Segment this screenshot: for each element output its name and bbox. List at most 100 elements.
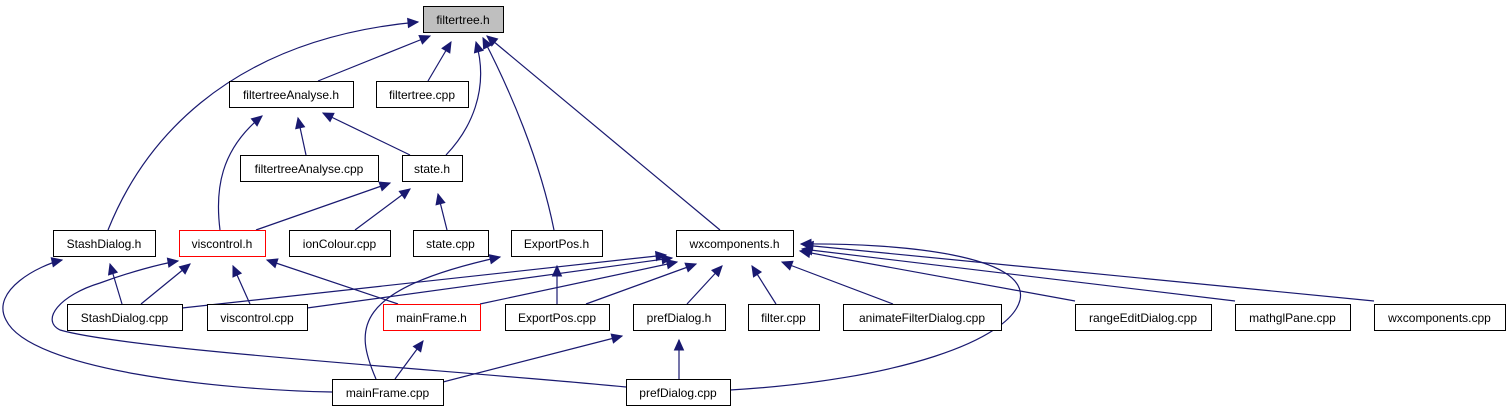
node-box[interactable] xyxy=(289,230,391,257)
node-filtertreeAnalyse-h[interactable]: filtertreeAnalyse.h xyxy=(229,81,354,108)
arrowhead-icon xyxy=(407,17,420,29)
node-filter-cpp[interactable]: filter.cpp xyxy=(748,304,820,331)
node-box[interactable] xyxy=(402,155,463,182)
node-box[interactable] xyxy=(626,379,731,406)
node-label[interactable]: StashDialog.h xyxy=(67,237,142,251)
edge-state_h-to-filtertree_h xyxy=(445,40,485,156)
node-box[interactable] xyxy=(67,304,183,331)
node-box[interactable] xyxy=(633,304,726,331)
node-box[interactable] xyxy=(748,304,820,331)
node-box[interactable] xyxy=(383,304,481,331)
arrowhead-icon xyxy=(178,263,191,275)
node-wxcomponents-h[interactable]: wxcomponents.h xyxy=(676,230,794,257)
node-box[interactable] xyxy=(511,230,603,257)
node-label[interactable]: prefDialog.cpp xyxy=(639,386,717,400)
node-label[interactable]: filtertreeAnalyse.h xyxy=(243,88,339,102)
edge-line xyxy=(482,37,555,231)
node-box[interactable] xyxy=(53,230,156,257)
node-label[interactable]: ionColour.cpp xyxy=(303,237,377,251)
node-label[interactable]: ExportPos.h xyxy=(524,237,589,251)
node-state-cpp[interactable]: state.cpp xyxy=(413,230,489,257)
arrowhead-icon xyxy=(799,238,812,250)
node-label[interactable]: filtertreeAnalyse.cpp xyxy=(255,162,364,176)
node-label[interactable]: wxcomponents.h xyxy=(688,237,779,251)
node-ionColour-cpp[interactable]: ionColour.cpp xyxy=(289,230,391,257)
arrowhead-icon xyxy=(435,192,446,206)
edge-line xyxy=(317,35,431,82)
node-ExportPos-cpp[interactable]: ExportPos.cpp xyxy=(505,304,610,331)
edge-prefDialog_cpp-to-wxcomponents_h xyxy=(729,238,1021,391)
node-label[interactable]: mainFrame.cpp xyxy=(346,386,430,400)
node-label[interactable]: viscontrol.cpp xyxy=(220,311,294,325)
node-box[interactable] xyxy=(207,304,308,331)
node-wxcomponents-cpp[interactable]: wxcomponents.cpp xyxy=(1374,304,1506,331)
edge-mathglPane_cpp-to-wxcomponents_h xyxy=(800,245,1236,302)
node-layer: filtertree.h filtertreeAnalyse.h filtertre… xyxy=(53,6,1506,406)
node-box[interactable] xyxy=(413,230,489,257)
node-label[interactable]: mathglPane.cpp xyxy=(1249,311,1336,325)
node-label[interactable]: ExportPos.cpp xyxy=(518,311,596,325)
node-prefDialog-cpp[interactable]: prefDialog.cpp xyxy=(626,379,731,406)
node-ExportPos-h[interactable]: ExportPos.h xyxy=(511,230,603,257)
node-mathglPane-cpp[interactable]: mathglPane.cpp xyxy=(1235,304,1351,331)
node-label[interactable]: state.h xyxy=(414,162,450,176)
node-state-h[interactable]: state.h xyxy=(402,155,463,182)
node-mainFrame-cpp[interactable]: mainFrame.cpp xyxy=(332,379,444,406)
edge-line xyxy=(801,248,1236,302)
node-viscontrol-h[interactable]: viscontrol.h xyxy=(179,230,266,257)
arrowhead-icon xyxy=(473,40,485,54)
node-box[interactable] xyxy=(179,230,266,257)
node-StashDialog-cpp[interactable]: StashDialog.cpp xyxy=(67,304,183,331)
node-label[interactable]: wxcomponents.cpp xyxy=(1387,311,1491,325)
node-box[interactable] xyxy=(676,230,794,257)
node-label[interactable]: mainFrame.h xyxy=(396,311,467,325)
node-label[interactable]: state.cpp xyxy=(426,237,475,251)
edge-mainFrame_cpp-to-StashDialog_h xyxy=(2,257,333,393)
edge-line xyxy=(306,257,673,309)
edge-line xyxy=(255,182,391,231)
node-box[interactable] xyxy=(505,304,610,331)
edge-ExportPos_h-to-filtertree_h xyxy=(482,36,555,231)
node-box[interactable] xyxy=(229,81,354,108)
edge-viscontrol_h-to-filtertreeAnalyse_h xyxy=(217,115,263,231)
node-box[interactable] xyxy=(376,81,469,108)
edge-line xyxy=(585,263,697,305)
edge-filter_cpp-to-wxcomponents_h xyxy=(751,264,777,305)
node-label[interactable]: prefDialog.h xyxy=(647,311,712,325)
node-filtertree-cpp[interactable]: filtertree.cpp xyxy=(376,81,469,108)
node-mainFrame-h[interactable]: mainFrame.h xyxy=(383,304,481,331)
node-rangeEditDialog-cpp[interactable]: rangeEditDialog.cpp xyxy=(1075,304,1212,331)
node-label[interactable]: StashDialog.cpp xyxy=(81,311,169,325)
node-box[interactable] xyxy=(1075,304,1212,331)
edge-line xyxy=(486,35,721,231)
arrowhead-icon xyxy=(488,254,502,265)
edge-line xyxy=(781,261,894,305)
node-animateFilterDialog-cpp[interactable]: animateFilterDialog.cpp xyxy=(843,304,1002,331)
node-label[interactable]: animateFilterDialog.cpp xyxy=(859,311,985,325)
node-filtertreeAnalyse-cpp[interactable]: filtertreeAnalyse.cpp xyxy=(240,155,379,182)
node-StashDialog-h[interactable]: StashDialog.h xyxy=(53,230,156,257)
node-label[interactable]: filtertree.cpp xyxy=(389,88,455,102)
node-box[interactable] xyxy=(843,304,1002,331)
node-box[interactable] xyxy=(332,379,444,406)
edge-rangeEditDialog_cpp-to-wxcomponents_h xyxy=(798,247,1076,302)
node-box[interactable] xyxy=(240,155,379,182)
edge-ExportPos_cpp-to-wxcomponents_h xyxy=(585,262,698,305)
edge-filtertree_cpp-to-filtertree_h xyxy=(427,40,452,82)
node-box[interactable] xyxy=(1235,304,1351,331)
node-box[interactable] xyxy=(1374,304,1506,331)
node-filtertree-h[interactable]: filtertree.h xyxy=(423,6,504,33)
node-label[interactable]: rangeEditDialog.cpp xyxy=(1089,311,1197,325)
node-viscontrol-cpp[interactable]: viscontrol.cpp xyxy=(207,304,308,331)
edge-StashDialog_cpp-to-viscontrol_h xyxy=(140,263,191,305)
edge-line xyxy=(354,188,411,231)
node-label[interactable]: viscontrol.h xyxy=(192,237,253,251)
node-label[interactable]: filtertree.h xyxy=(436,13,489,27)
edge-line xyxy=(322,112,411,156)
edge-line xyxy=(802,244,1375,302)
node-label[interactable]: filter.cpp xyxy=(761,311,806,325)
arrowhead-icon xyxy=(250,115,263,127)
edge-line xyxy=(2,259,333,393)
node-box[interactable] xyxy=(423,6,504,33)
node-prefDialog-h[interactable]: prefDialog.h xyxy=(633,304,726,331)
